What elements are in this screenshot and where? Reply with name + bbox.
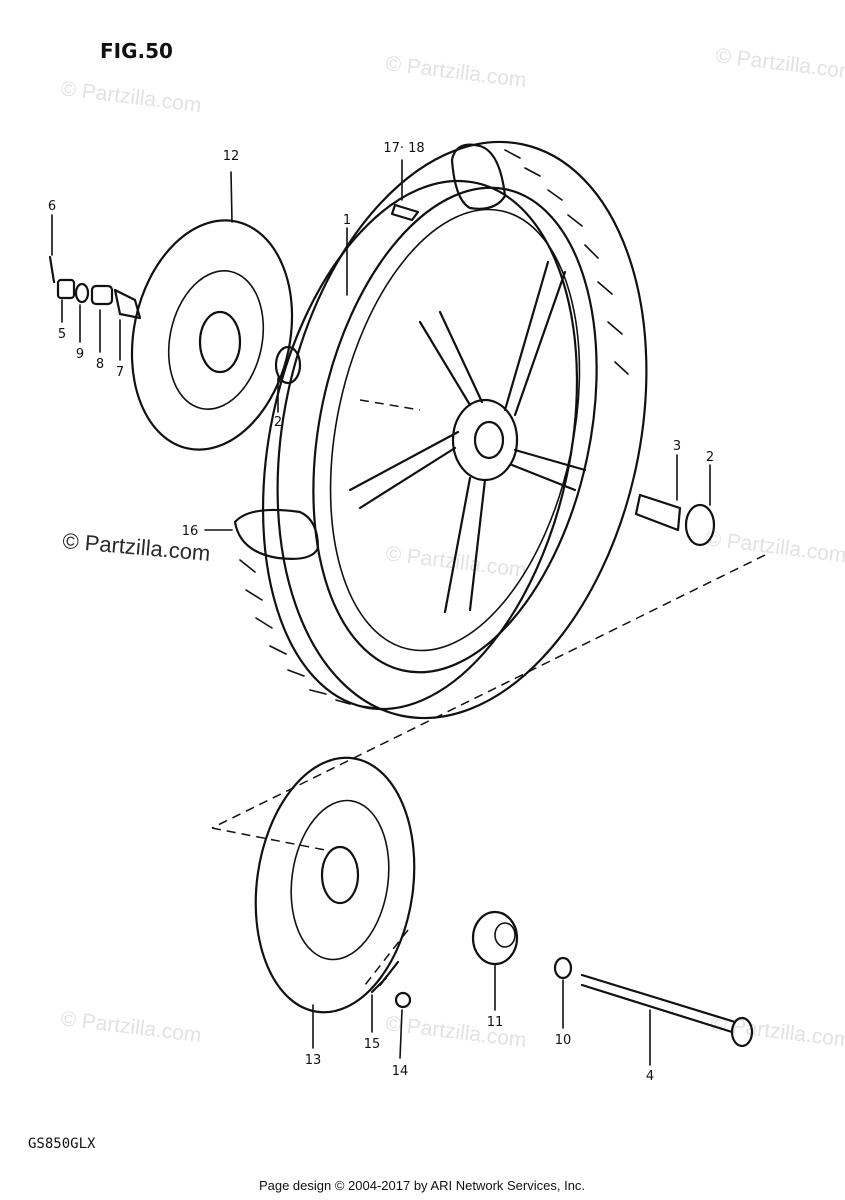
assembly-lines — [211, 399, 766, 986]
disc-upper-center — [198, 310, 242, 374]
callout-11: 11 — [487, 1015, 504, 1030]
disc-lower-center — [320, 845, 360, 905]
wheel-assembly — [233, 140, 648, 720]
hub-cap-11-inner — [494, 922, 516, 948]
figure-title: FIG.50 — [100, 39, 173, 63]
watermark-layer: © Partzilla.com © Partzilla.com © Partzi… — [59, 44, 845, 1052]
collar-7 — [113, 288, 142, 320]
tire-section-top — [450, 143, 507, 210]
watermark: © Partzilla.com — [384, 1012, 527, 1052]
callout-2-left: 2 — [274, 415, 282, 430]
callout-10: 10 — [555, 1033, 572, 1048]
callout-6: 6 — [48, 199, 56, 214]
bearing-2-left — [274, 345, 302, 385]
callout-5: 5 — [58, 327, 66, 342]
callout-15: 15 — [364, 1037, 381, 1052]
disc-lower-ring — [290, 799, 390, 961]
valve-17-18 — [390, 203, 420, 222]
spacer-8 — [90, 284, 114, 306]
callout-4: 4 — [646, 1069, 654, 1084]
spacer-3 — [634, 493, 682, 532]
callout-16: 16 — [182, 524, 199, 539]
callouts: 1 2 2 3 4 5 6 7 8 9 10 11 12 13 14 15 16… — [48, 141, 714, 1084]
callout-9: 9 — [76, 347, 84, 362]
callout-7: 7 — [116, 365, 124, 380]
callout-13: 13 — [305, 1053, 322, 1068]
washer-9 — [74, 282, 90, 304]
page-footer: Page design © 2004-2017 by ARI Network S… — [259, 1178, 585, 1193]
hub-cap-11 — [471, 910, 519, 966]
tire-tread — [239, 149, 629, 709]
watermark: © Partzilla.com — [59, 77, 202, 117]
disc-upper-outer — [130, 219, 294, 451]
disc-lower-outer — [254, 756, 416, 1014]
axle-4-head — [730, 1016, 754, 1048]
watermark: © Partzilla.com — [704, 527, 845, 567]
callout-2-right: 2 — [706, 450, 714, 465]
wheel-spokes — [348, 260, 587, 614]
rim-inner — [329, 208, 581, 652]
rim-outer — [312, 186, 598, 674]
disc-upper-ring — [167, 270, 265, 410]
lock-washer-15 — [370, 960, 400, 994]
leader-lines — [51, 159, 711, 1066]
callout-14: 14 — [392, 1064, 409, 1079]
wheel-hub — [451, 398, 519, 482]
watermark: © Partzilla.com — [714, 44, 845, 84]
callout-8: 8 — [96, 357, 104, 372]
washer-10 — [553, 956, 573, 980]
bearing-2-right — [684, 503, 716, 547]
tire-outer — [276, 140, 648, 720]
callout-3: 3 — [673, 439, 681, 454]
callout-1: 1 — [343, 213, 351, 228]
axle-nut-5 — [56, 278, 76, 300]
hub-bore — [473, 420, 505, 460]
screw-14 — [394, 991, 412, 1009]
brake-disc-upper — [130, 219, 294, 451]
axle-4-shaft — [580, 973, 737, 1034]
callout-17-18: 17· 18 — [383, 141, 424, 156]
model-code: GS850GLX — [28, 1136, 96, 1152]
brake-disc-lower — [254, 756, 416, 1014]
watermark: © Partzilla.com — [59, 1007, 202, 1047]
watermark: © Partzilla.com — [384, 52, 527, 92]
cotter-pin-6 — [48, 255, 56, 284]
callout-12: 12 — [223, 149, 240, 164]
tire-section-bottom — [233, 508, 320, 560]
